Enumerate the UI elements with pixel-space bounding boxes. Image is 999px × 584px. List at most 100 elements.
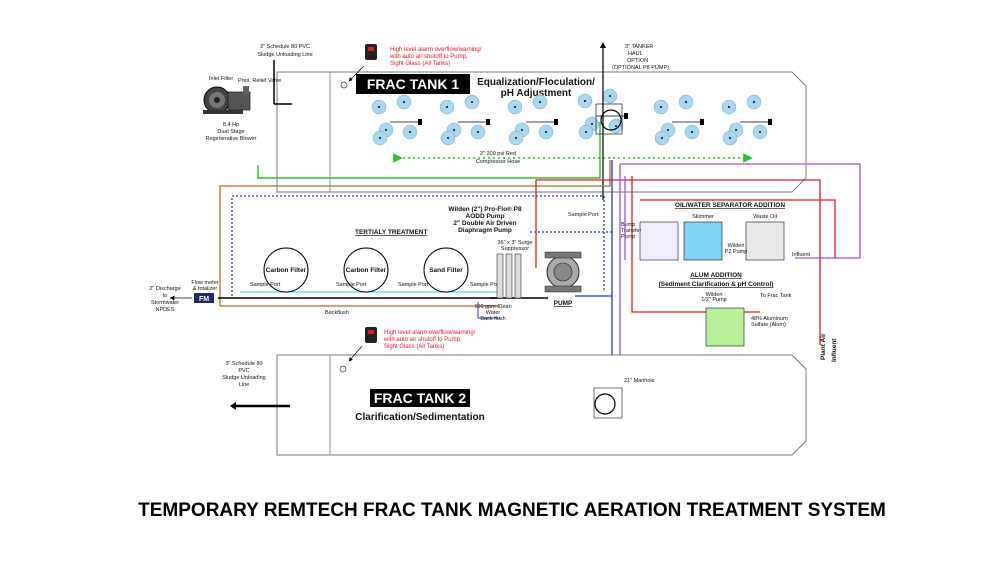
discharge-line4: NPDES (156, 307, 175, 313)
blower-line1: 8.4 Hp (223, 122, 239, 128)
bump-pump-line2: Transfer (621, 228, 641, 234)
tanker-haul-line: 3" TANKER HAUL OPTION (OPTIONAL P8 PUMP) (600, 42, 669, 200)
aerator-valve (418, 119, 422, 125)
influent-vertical-label: Influent (831, 338, 838, 362)
alarm-top-line3: Sight Glass (All Tanks) (390, 61, 450, 67)
aerator-center-dot (477, 131, 479, 133)
sludge-bottom-line4: Line (239, 382, 249, 388)
aerator-center-dot (729, 137, 731, 139)
alarm-bottom-line1: High level alarm overflow/warning/ (384, 330, 476, 336)
frac-tank-2-label: FRAC TANK 2 (374, 390, 467, 406)
sludge-line-bottom: 3" Schedule 80 PVC Sludge Unloading Line (222, 361, 290, 410)
frac-tank-2-subtitle: Clarification/Sedimentation (355, 412, 484, 423)
discharge: 2" Discharge to Stormwater NPDES (149, 286, 192, 313)
aerator-center-dot (759, 131, 761, 133)
aerator-cluster (653, 94, 704, 146)
aerator-center-dot (515, 137, 517, 139)
aerator-center-dot (661, 137, 663, 139)
sample-port-label: Sample Port (398, 282, 429, 288)
flowmeter-badge: FM (199, 296, 209, 303)
sample-port-label: Sample Port (568, 212, 599, 218)
tanker-line1: 3" TANKER (625, 44, 653, 50)
aerator-center-dot (667, 129, 669, 131)
alum-to-frac: To Frac Tank (760, 293, 792, 299)
aerator-cluster (577, 88, 628, 140)
surge-suppressor: 36" x 3" Surge Suppressor 100 gpm Clean … (474, 240, 532, 322)
flowmeter-line1: Flow meter (191, 280, 218, 286)
aerator-center-dot (521, 129, 523, 131)
regenerative-blower: Inlet Filter Pres. Relief Valve 8.4 Hp D… (203, 76, 281, 142)
aerator-valve (554, 119, 558, 125)
aodd-pump: PUMP Wilden (2") Pro-Flo® P8 AODD Pump 2… (448, 205, 582, 307)
sludge-bottom-line2: PVC (238, 368, 249, 374)
surge-line2: Suppressor (501, 246, 529, 252)
backflush-water-line3: Back flush (480, 316, 505, 322)
backflush-water-line2: Water (486, 310, 501, 316)
alum-addition: ALUM ADDITION (Sediment Clarification & … (659, 272, 792, 347)
alum-title: ALUM ADDITION (690, 272, 742, 279)
aerator-center-dot (585, 131, 587, 133)
main-title: TEMPORARY REMTECH FRAC TANK MAGNETIC AER… (138, 500, 886, 521)
sample-port-label: Sample Port (336, 282, 367, 288)
sand-filter: Sand Filter (423, 247, 469, 293)
aerator-center-dot (539, 101, 541, 103)
surge-line1: 36" x 3" Surge (497, 240, 532, 246)
aerator-center-dot (385, 129, 387, 131)
tank1-manifold (595, 103, 623, 135)
frac-tank-1-subtitle-line2: pH Adjustment (501, 88, 572, 99)
blower-line2: Dual Stage (217, 129, 244, 135)
skimmer-label: Skimmer (692, 214, 714, 220)
aerator-center-dot (609, 95, 611, 97)
tanker-line4: (OPTIONAL P8 PUMP) (612, 65, 669, 71)
pump-line2: AODD Pump (466, 213, 505, 220)
alum-wilden-line2: 1/2" Pump (701, 297, 727, 303)
alum-aluminum-line1: 48% Aluminum (751, 316, 788, 322)
alum-aluminum-line2: Sulfate (Alum) (751, 322, 786, 328)
frac-tank-1-label: FRAC TANK 1 (367, 76, 460, 92)
frac-tank-1-label-box (356, 74, 470, 94)
aerator-center-dot (691, 131, 693, 133)
wilden-p2-line1: Wilden (728, 243, 745, 249)
high-level-alarm-top: High level alarm overflow/warning/ with … (348, 44, 482, 82)
tanker-line2: HAUL (628, 51, 643, 57)
alum-subtitle: (Sediment Clarification & pH Control) (659, 281, 774, 288)
frac-tank-1-subtitle-line1: Equalization/Floculation/ (477, 77, 595, 88)
oil-water-separator: OIL/WATER SEPARATOR ADDITION Bump Transf… (621, 202, 811, 261)
aerator-center-dot (403, 101, 405, 103)
pump-line1: Wilden (2") Pro-Flo® P8 (448, 205, 522, 213)
sample-ports: Sample Port Sample Port Sample Port Samp… (250, 212, 599, 288)
aerator-center-dot (685, 101, 687, 103)
compressor-hose-line1: 2" 200 psi Red (480, 151, 516, 157)
alarm-top-line2: with auto air shutoff to Pump, (389, 54, 468, 60)
compressor-hose: 2" 200 psi Red Compressor Hose (257, 122, 753, 179)
aerator-cluster (439, 94, 490, 146)
sludge-top-line1: 3" Schedule 80 PVC (260, 44, 310, 50)
influent-label: Influent (792, 252, 811, 258)
aerator-center-dot (753, 101, 755, 103)
blower-inlet-filter: Inlet Filter (209, 76, 233, 82)
discharge-line1: 2" Discharge (149, 286, 180, 292)
aerator-center-dot (379, 137, 381, 139)
flow-meter: Flow meter & totalizer FM (191, 280, 219, 303)
oil-water-title: OIL/WATER SEPARATOR ADDITION (675, 202, 785, 209)
aerator-cluster (507, 94, 558, 146)
blower-relief-valve: Pres. Relief Valve (238, 78, 281, 84)
frac-tank-2: FRAC TANK 2 Clarification/Sedimentation … (276, 354, 807, 456)
compressor-hose-line2: Compressor Hose (476, 159, 520, 165)
sludge-top-line2: Sludge Unloading Line (257, 52, 312, 58)
sand-filter-label: Sand Filter (429, 267, 463, 274)
wilden-p2-line2: P2 Pump (725, 249, 748, 255)
aerator-clusters (371, 88, 772, 146)
sludge-line-top: 3" Schedule 80 PVC Sludge Unloading Line (257, 44, 313, 105)
discharge-line2: to (163, 293, 168, 299)
carbon-filter-2-label: Carbon Filter (346, 267, 387, 274)
aerator-center-dot (471, 101, 473, 103)
manhole-label: 21" Manhole (624, 378, 655, 384)
tanker-line3: OPTION (627, 58, 648, 64)
tertiary-label: TERTIALY TREATMENT (355, 229, 427, 236)
aerator-center-dot (514, 106, 516, 108)
aerator-center-dot (378, 106, 380, 108)
aerator-center-dot (409, 131, 411, 133)
aerator-center-dot (545, 131, 547, 133)
discharge-line3: Stormwater (151, 300, 179, 306)
